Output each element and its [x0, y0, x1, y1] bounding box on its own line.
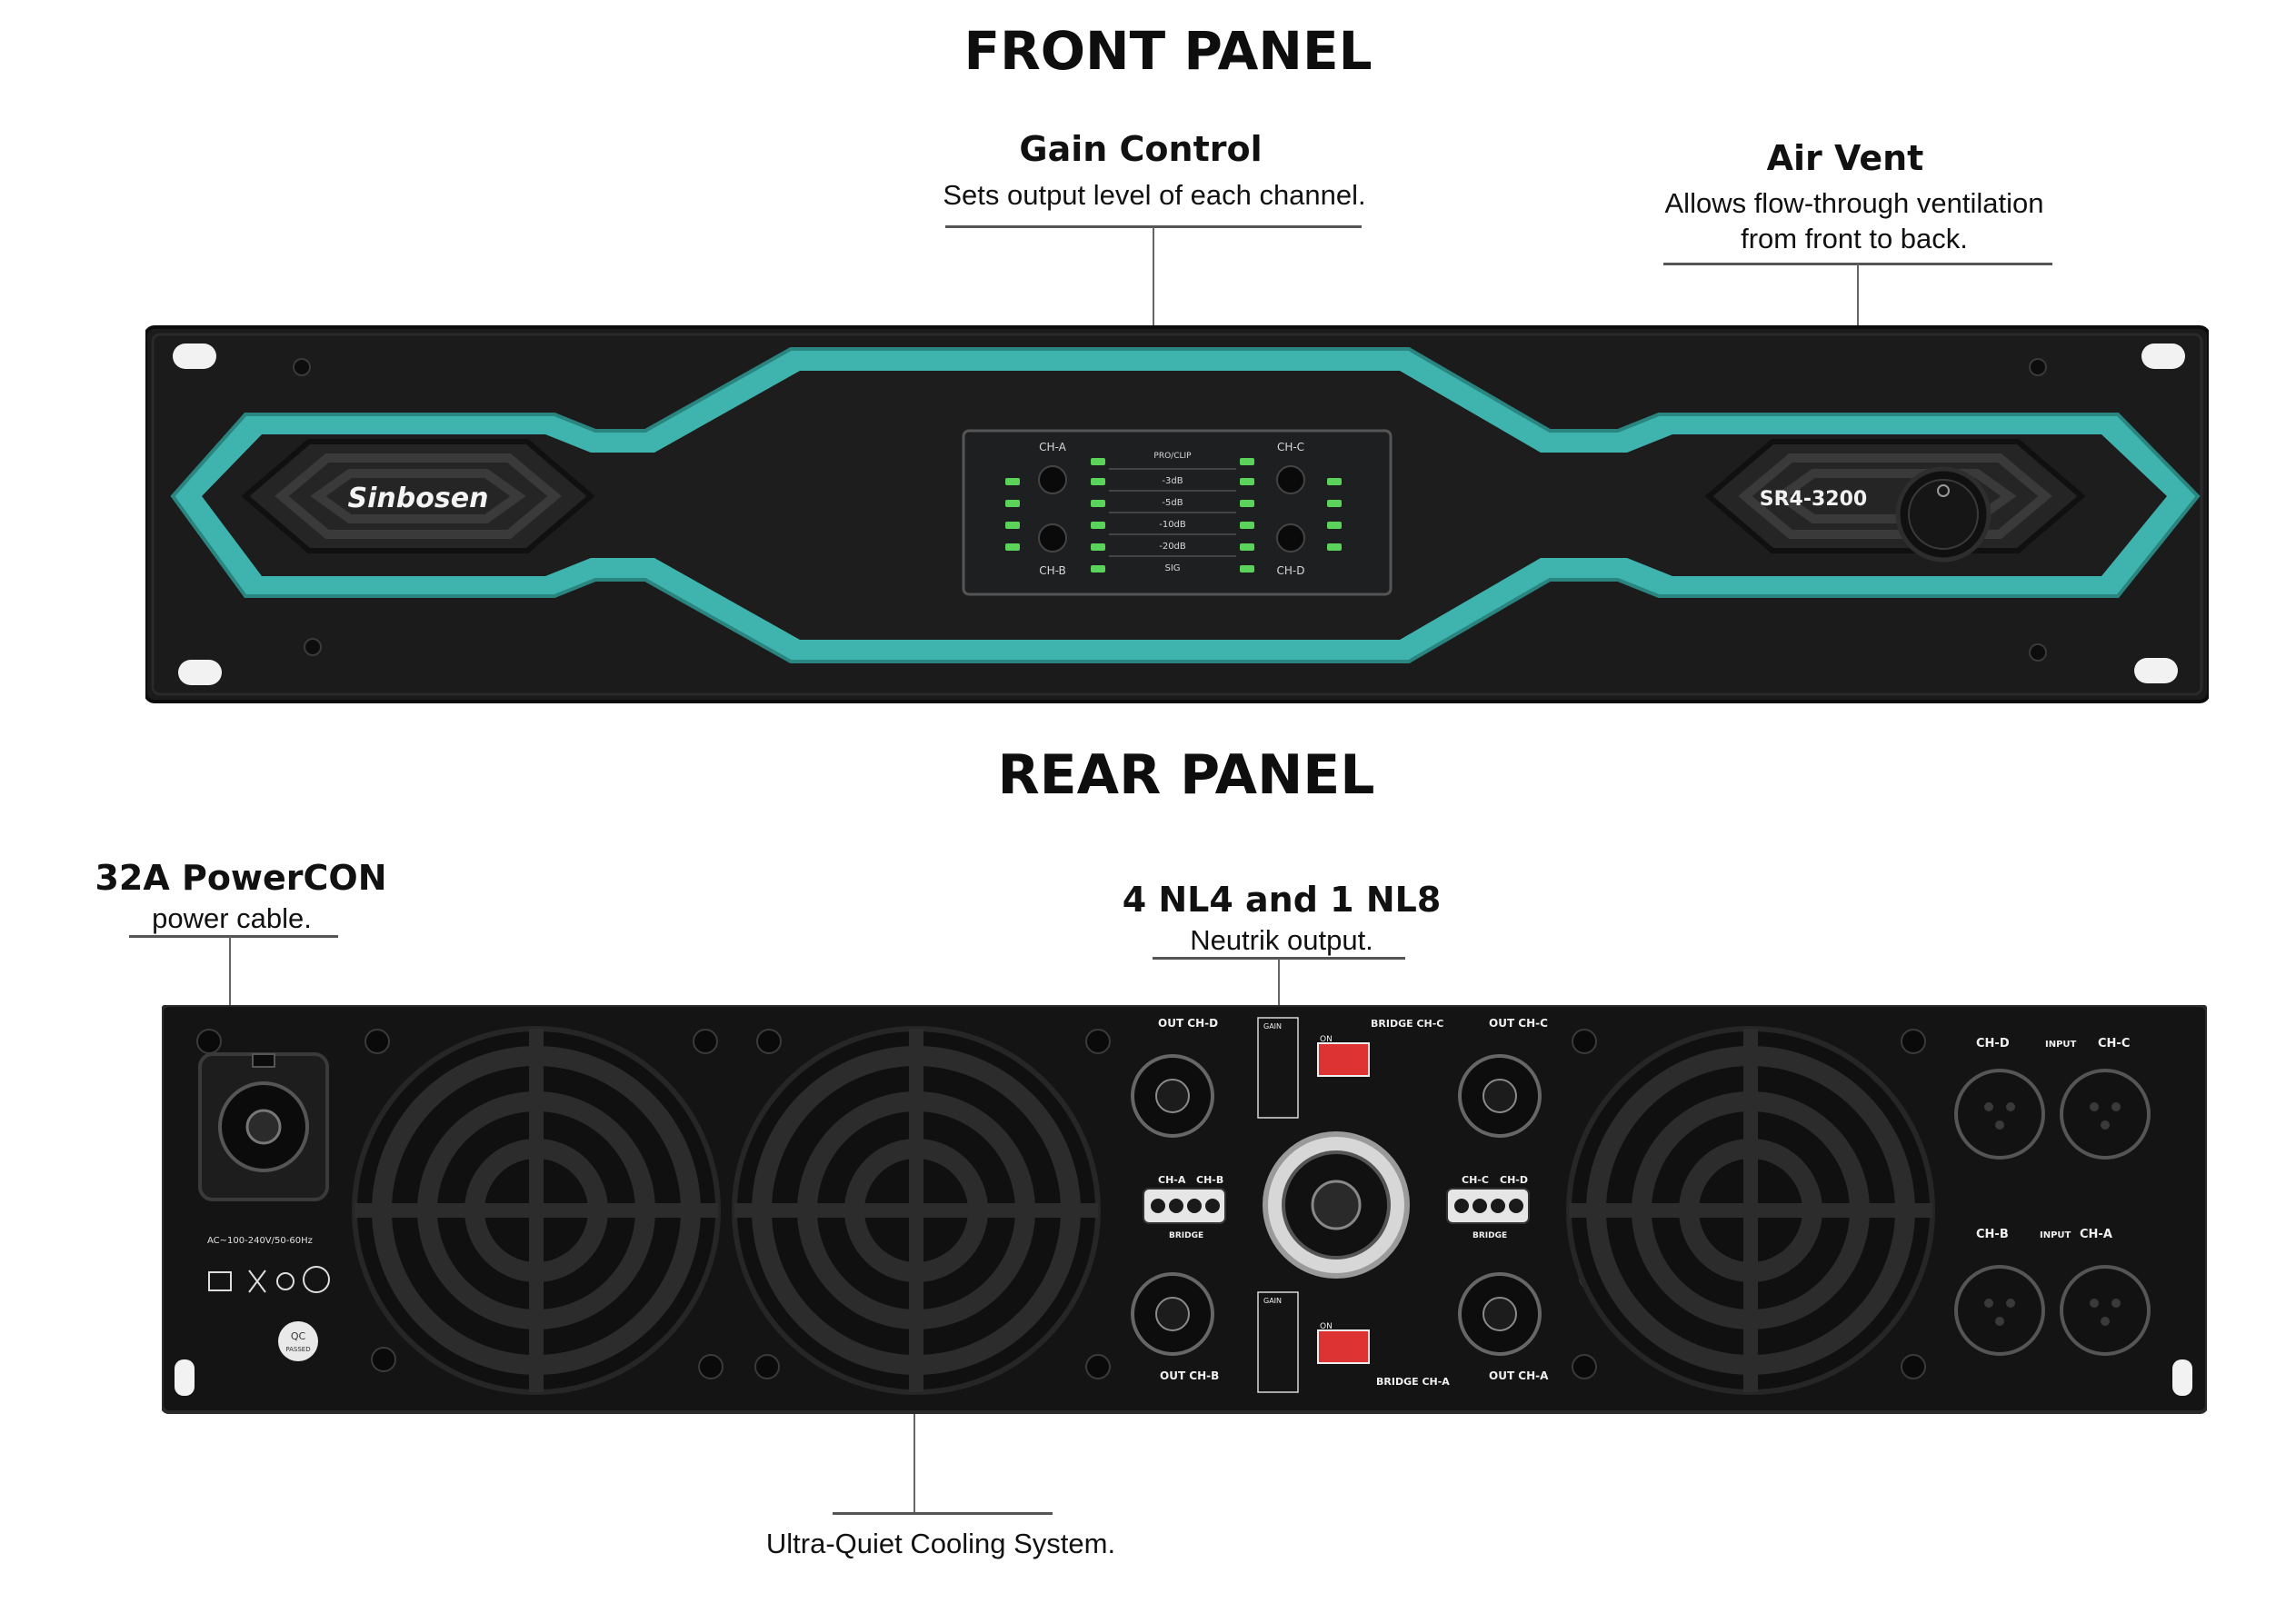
gain-control-title: Gain Control [1019, 129, 1263, 169]
neutrik-leader [1278, 959, 1280, 1013]
gain-knob[interactable] [1038, 465, 1305, 553]
svg-text:OUT CH-C: OUT CH-C [1489, 1017, 1548, 1030]
powercon-leader [229, 937, 231, 1028]
neutrik-underline [1153, 957, 1405, 960]
svg-text:PRO/CLIP: PRO/CLIP [1153, 452, 1192, 461]
svg-text:GAIN: GAIN [1263, 1297, 1282, 1305]
meter-leds [1005, 458, 1342, 573]
svg-text:INPUT: INPUT [2040, 1230, 2071, 1240]
front-panel-image: Sinbosen SR4-3200 CH-A CH-B CH-C CH-D PR… [145, 325, 2209, 703]
neutrik-title: 4 NL4 and 1 NL8 [1122, 880, 1442, 920]
speakon-block: CH-A CH-B CH-C CH-D BRIDGE BRIDGE OUT CH… [1131, 1017, 1549, 1393]
svg-text:PASSED: PASSED [285, 1346, 310, 1353]
front-panel-heading: FRONT PANEL [963, 20, 1373, 82]
svg-text:-20dB: -20dB [1159, 542, 1186, 552]
power-icon [1937, 484, 1950, 497]
ac-rating-label: AC~100-240V/50-60Hz [207, 1236, 313, 1246]
powercon-desc: power cable. [152, 902, 312, 934]
xlr-input[interactable] [1954, 1069, 2151, 1356]
svg-text:CH-C: CH-C [1462, 1174, 1489, 1186]
svg-text:-5dB: -5dB [1162, 498, 1183, 508]
dip-switch[interactable] [1317, 1042, 1370, 1364]
svg-text:CH-C: CH-C [1277, 441, 1304, 453]
cooling-leader [913, 1363, 915, 1512]
rack-hole-icon [2134, 658, 2178, 683]
cooling-fan [1566, 1026, 1935, 1395]
svg-text:CH-B: CH-B [1196, 1174, 1223, 1186]
svg-text:CH-B: CH-B [1039, 564, 1066, 577]
cooling-fan [352, 1026, 721, 1395]
gain-control-underline [945, 225, 1362, 228]
svg-text:CH-A: CH-A [1039, 441, 1066, 453]
svg-text:CH-B: CH-B [1976, 1228, 2009, 1241]
svg-text:CH-D: CH-D [1500, 1174, 1528, 1186]
svg-text:ON: ON [1320, 1322, 1333, 1331]
certification-icons [208, 1266, 330, 1293]
rack-hole-icon [2172, 1359, 2192, 1396]
air-vent-desc-line1: Allows flow-through ventilation [1664, 187, 2044, 219]
rack-hole-icon [173, 344, 216, 369]
svg-text:GAIN: GAIN [1263, 1022, 1282, 1031]
cooling-desc: Ultra-Quiet Cooling System. [765, 1528, 1116, 1559]
svg-text:BRIDGE: BRIDGE [1472, 1231, 1507, 1240]
cooling-fan [732, 1026, 1101, 1395]
qc-sticker [278, 1321, 318, 1361]
svg-text:OUT CH-B: OUT CH-B [1160, 1369, 1219, 1382]
left-vent-grille [241, 439, 595, 553]
rack-hole-icon [2141, 344, 2185, 369]
svg-text:OUT CH-D: OUT CH-D [1158, 1017, 1218, 1030]
svg-text:INPUT: INPUT [2045, 1040, 2077, 1050]
svg-text:-3dB: -3dB [1162, 476, 1183, 486]
rack-hole-icon [178, 660, 222, 685]
svg-text:QC: QC [291, 1330, 306, 1342]
svg-text:ON: ON [1320, 1035, 1333, 1044]
svg-text:CH-A: CH-A [1158, 1174, 1186, 1186]
model-label: SR4-3200 [1760, 488, 1867, 511]
svg-text:-10dB: -10dB [1159, 520, 1186, 530]
air-vent-title: Air Vent [1766, 138, 1924, 178]
powercon-title: 32A PowerCON [95, 858, 387, 898]
svg-text:CH-D: CH-D [1976, 1037, 2010, 1050]
svg-text:BRIDGE CH-C: BRIDGE CH-C [1371, 1018, 1443, 1030]
neutrik-desc: Neutrik output. [1190, 924, 1373, 956]
rear-panel-image: AC~100-240V/50-60Hz QC PASSED [162, 1005, 2207, 1414]
cooling-underline [833, 1512, 1053, 1515]
svg-text:CH-D: CH-D [1277, 564, 1305, 577]
svg-text:CH-C: CH-C [2098, 1037, 2130, 1050]
svg-text:OUT CH-A: OUT CH-A [1489, 1369, 1549, 1382]
rear-panel-heading: REAR PANEL [997, 743, 1375, 807]
rack-hole-icon [175, 1359, 195, 1396]
brand-logo: Sinbosen [348, 483, 489, 514]
air-vent-underline [1663, 263, 2052, 265]
gain-control-desc: Sets output level of each channel. [943, 179, 1366, 211]
svg-text:SIG: SIG [1164, 563, 1180, 573]
svg-text:BRIDGE CH-A: BRIDGE CH-A [1376, 1376, 1450, 1388]
powercon-underline [129, 935, 338, 938]
svg-text:BRIDGE: BRIDGE [1169, 1231, 1203, 1240]
air-vent-desc-line2: from front to back. [1741, 223, 1968, 254]
svg-text:CH-A: CH-A [2080, 1228, 2112, 1241]
